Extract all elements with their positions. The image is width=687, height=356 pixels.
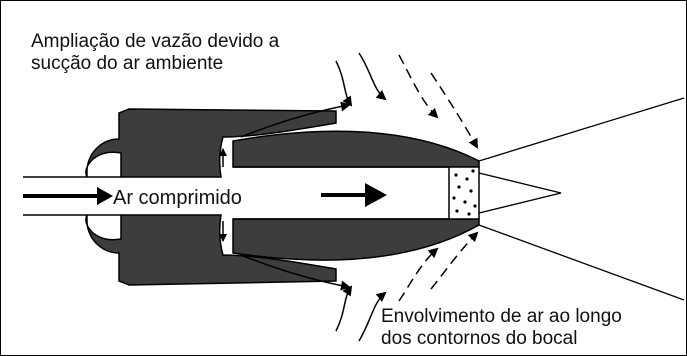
annotation-flow-increase-line2: sucção do ar ambiente (31, 53, 224, 74)
annotation-air-envelopment-line2: dos contornos do bocal (381, 328, 578, 349)
porous-plug (448, 166, 480, 220)
nozzle-body-upper (85, 108, 337, 178)
label-compressed-air: Ar comprimido (113, 187, 242, 209)
bore-flow-arrowhead (365, 183, 387, 207)
entrainment-arrows-bottom (240, 231, 479, 342)
inlet-flow-arrowhead (97, 187, 113, 205)
spray-edge-bottom (478, 224, 685, 301)
porous-plug-dots (452, 169, 477, 216)
inner-cone-upper (232, 130, 480, 168)
annotation-flow-increase: Ampliação de vazão devido a (31, 31, 280, 52)
entrainment-arrows-top (240, 52, 478, 149)
inner-jet-tip (478, 172, 562, 214)
inner-cone-lower (232, 218, 480, 261)
spray-edge-top (478, 97, 685, 162)
annotation-air-envelopment: Envolvimento de ar ao longo (381, 306, 622, 327)
